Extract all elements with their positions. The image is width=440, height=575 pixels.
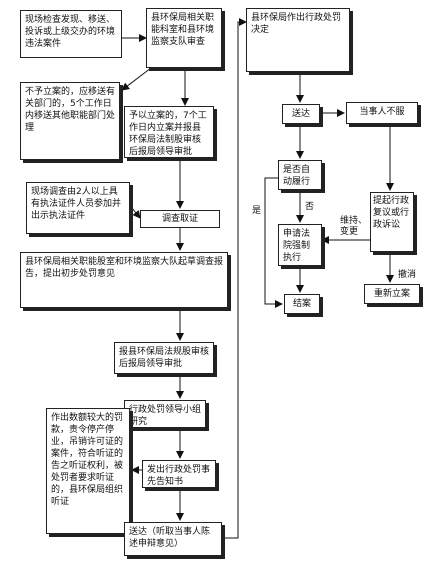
node-draft-report: 县环保局相关职能股室和环境监察大队起草调查报告，提出初步处罚意见 bbox=[20, 252, 228, 308]
node-leadership-study: 行政处罚领导小组研究 bbox=[124, 400, 206, 428]
edge-n2-n3 bbox=[121, 67, 152, 91]
node-delivery-hearing: 送达（听取当事人陈述申辩意见） bbox=[124, 522, 222, 556]
node-delivery: 送达 bbox=[282, 104, 320, 124]
label-maintain-change: 维持、变更 bbox=[340, 216, 368, 237]
node-case-source: 现场检查发现、移送、投诉或上级交办的环境违法案件 bbox=[20, 10, 122, 58]
label-yes: 是 bbox=[252, 206, 262, 216]
label-revoke: 撤消 bbox=[398, 270, 417, 280]
node-initial-review: 县环保局相关职能科室和县环境监察支队审查 bbox=[146, 8, 222, 68]
node-court-enforcement: 申请法院强制执行 bbox=[278, 224, 322, 266]
node-legal-review: 报县环保局法规股审核后报局领导审批 bbox=[114, 342, 214, 374]
edge-n12-n13 bbox=[222, 18, 247, 539]
node-hearing: 作出数额较大的罚款，责令停产停业，吊销许可证的案件，符合听证的告之听证权利，被处… bbox=[46, 408, 130, 534]
node-not-filed: 不予立案的，应移送有关部门的，5个工作日内移送其他职能部门处理 bbox=[20, 82, 120, 160]
node-voluntary-compliance: 是否自动履行 bbox=[278, 160, 322, 190]
node-refile: 重新立案 bbox=[364, 284, 420, 304]
node-onsite-investigation: 现场调查由2人以上具有执法证件人员参加并出示执法证件 bbox=[26, 182, 130, 234]
node-party-objects: 当事人不服 bbox=[346, 102, 418, 124]
node-evidence-collection: 调查取证 bbox=[140, 210, 220, 228]
label-no: 否 bbox=[305, 202, 315, 212]
node-case-closed: 结案 bbox=[284, 294, 320, 314]
edge-n16-n19-yes bbox=[264, 177, 283, 308]
node-appeal: 提起行政复议或行政诉讼 bbox=[370, 192, 414, 252]
node-penalty-decision: 县环保局作出行政处罚决定 bbox=[246, 8, 350, 72]
node-filed: 予以立案的，7个工作日内立案并报县环保局法制股审核后报局领导审批 bbox=[124, 106, 214, 158]
node-advance-notice: 发出行政处罚事先告知书 bbox=[142, 460, 216, 488]
edge-n5-n6 bbox=[131, 207, 141, 219]
